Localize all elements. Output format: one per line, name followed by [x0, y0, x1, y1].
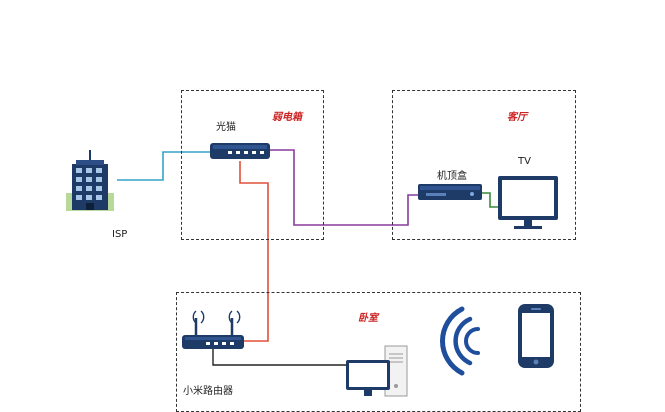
router-label: 小米路由器 — [183, 386, 233, 397]
weak-box-zone-label: 弱电箱 — [272, 112, 302, 123]
building-icon — [66, 150, 114, 211]
desktop-pc-icon — [346, 345, 408, 397]
weak-box-zone — [181, 90, 324, 240]
set-top-box-to-tv-line — [482, 192, 498, 208]
isp-to-modem-line — [117, 151, 212, 181]
modem-to-set-top-box-line — [268, 149, 424, 226]
bedroom-zone-label: 卧室 — [358, 313, 378, 324]
router-to-pc-line — [212, 348, 350, 366]
tv-icon — [498, 176, 558, 229]
set-top-box-label: 机顶盒 — [437, 171, 467, 182]
optical-modem-label: 光猫 — [216, 122, 236, 133]
wifi-icon — [439, 306, 480, 376]
modem-to-router-line — [239, 161, 269, 342]
network-diagram — [66, 143, 558, 397]
living-room-zone — [392, 90, 576, 240]
tv-label: TV — [518, 156, 531, 167]
bedroom-zone — [176, 292, 581, 412]
isp-label: ISP — [112, 229, 128, 240]
living-room-zone-label: 客厅 — [507, 112, 527, 123]
router-icon — [182, 310, 244, 349]
smartphone-icon — [518, 304, 554, 368]
modem-icon — [210, 143, 270, 159]
set-top-box-icon — [418, 184, 482, 200]
